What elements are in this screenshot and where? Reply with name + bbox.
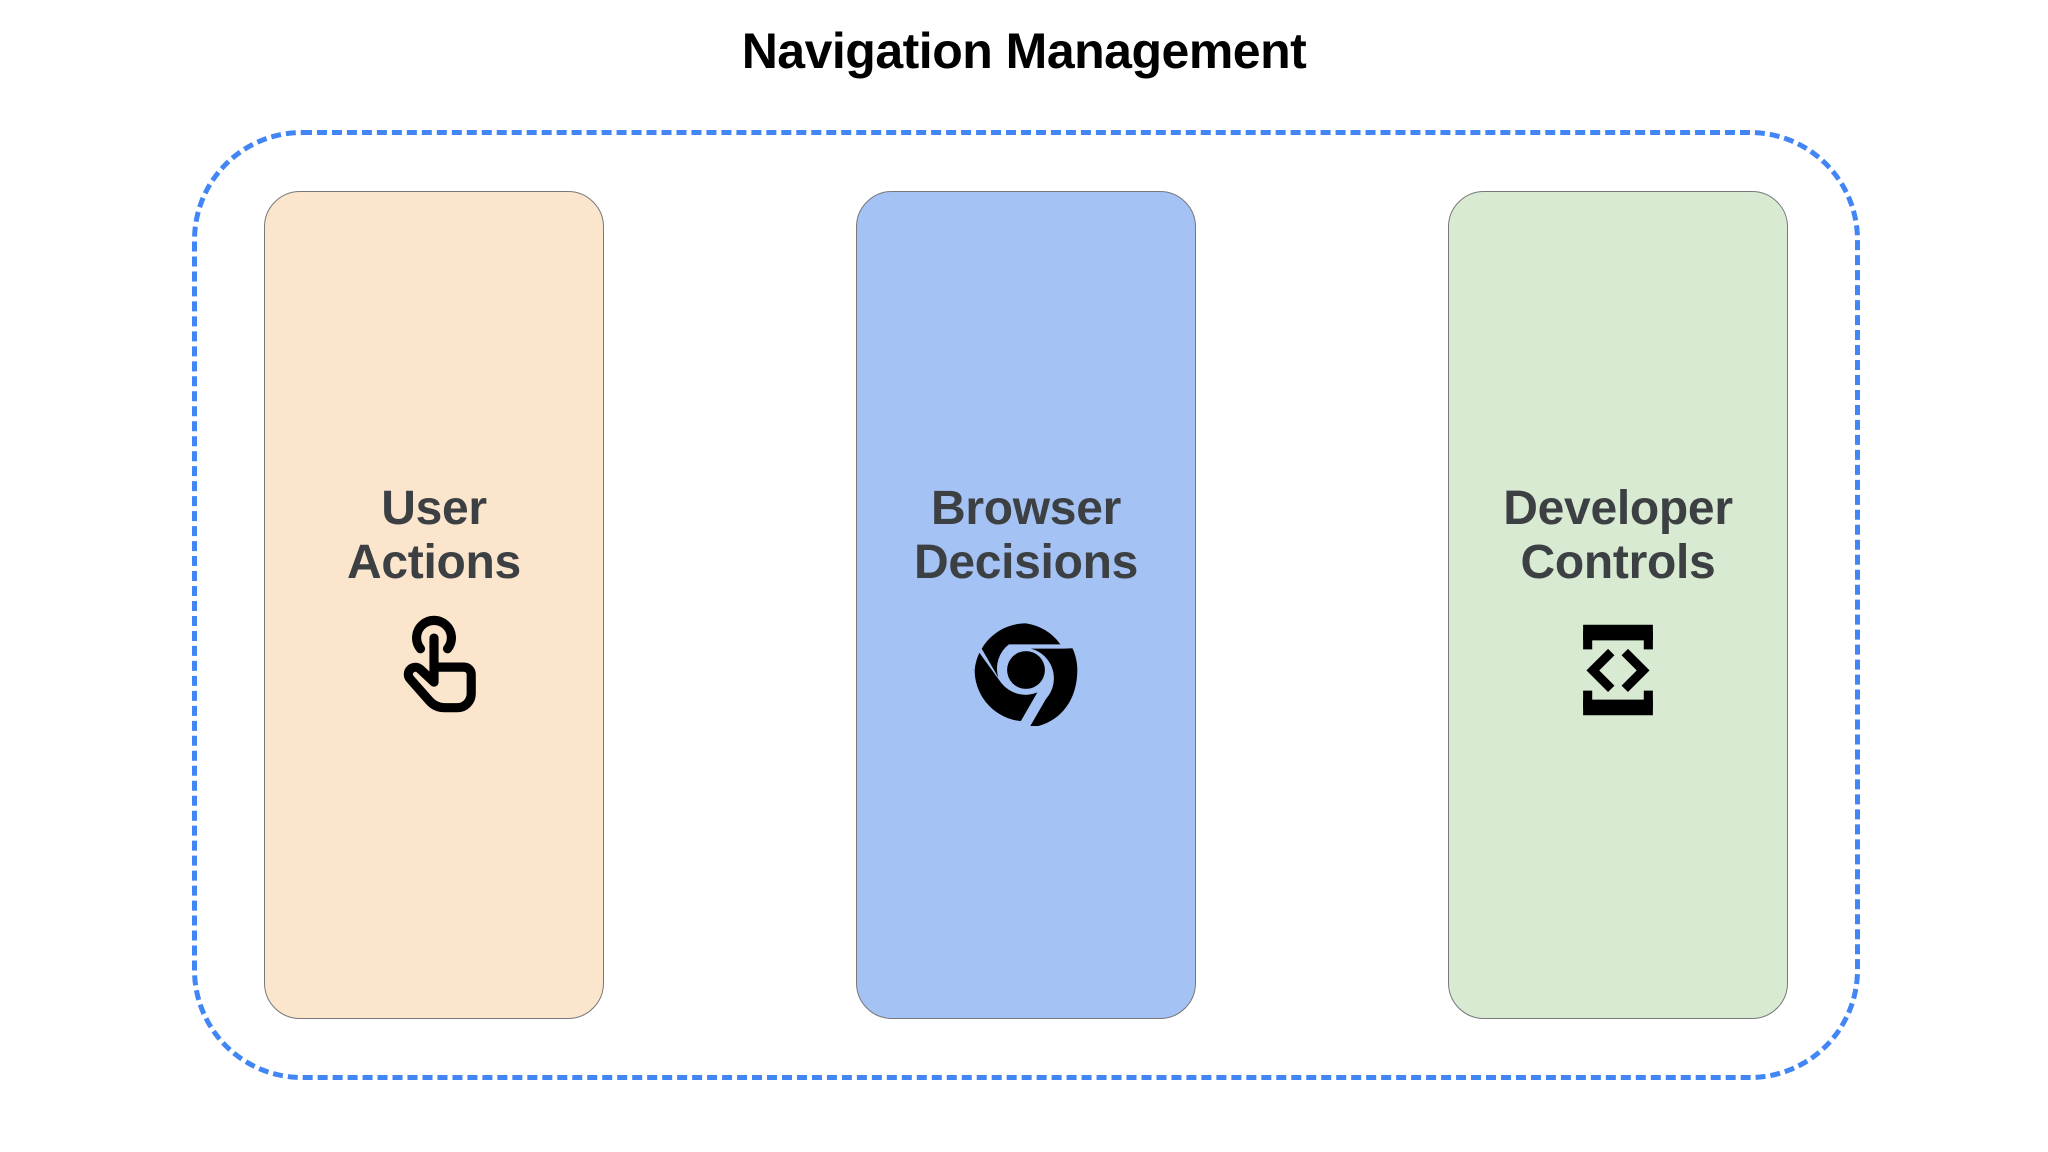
card-user-actions[interactable]: User Actions [264, 191, 604, 1019]
touch-app-icon [376, 612, 492, 728]
cards-row: User Actions Browser Decisions [192, 130, 1860, 1080]
developer-mode-icon [1560, 612, 1676, 728]
card-user-actions-label: User Actions [347, 481, 521, 589]
page-title: Navigation Management [741, 23, 1307, 79]
navigation-group-container [192, 130, 1860, 1080]
card-browser-decisions[interactable]: Browser Decisions [856, 191, 1196, 1019]
chrome-logo-icon [968, 612, 1084, 728]
card-browser-decisions-label: Browser Decisions [913, 481, 1139, 589]
card-developer-controls[interactable]: Developer Controls [1448, 191, 1788, 1019]
card-developer-controls-label: Developer Controls [1503, 481, 1733, 589]
